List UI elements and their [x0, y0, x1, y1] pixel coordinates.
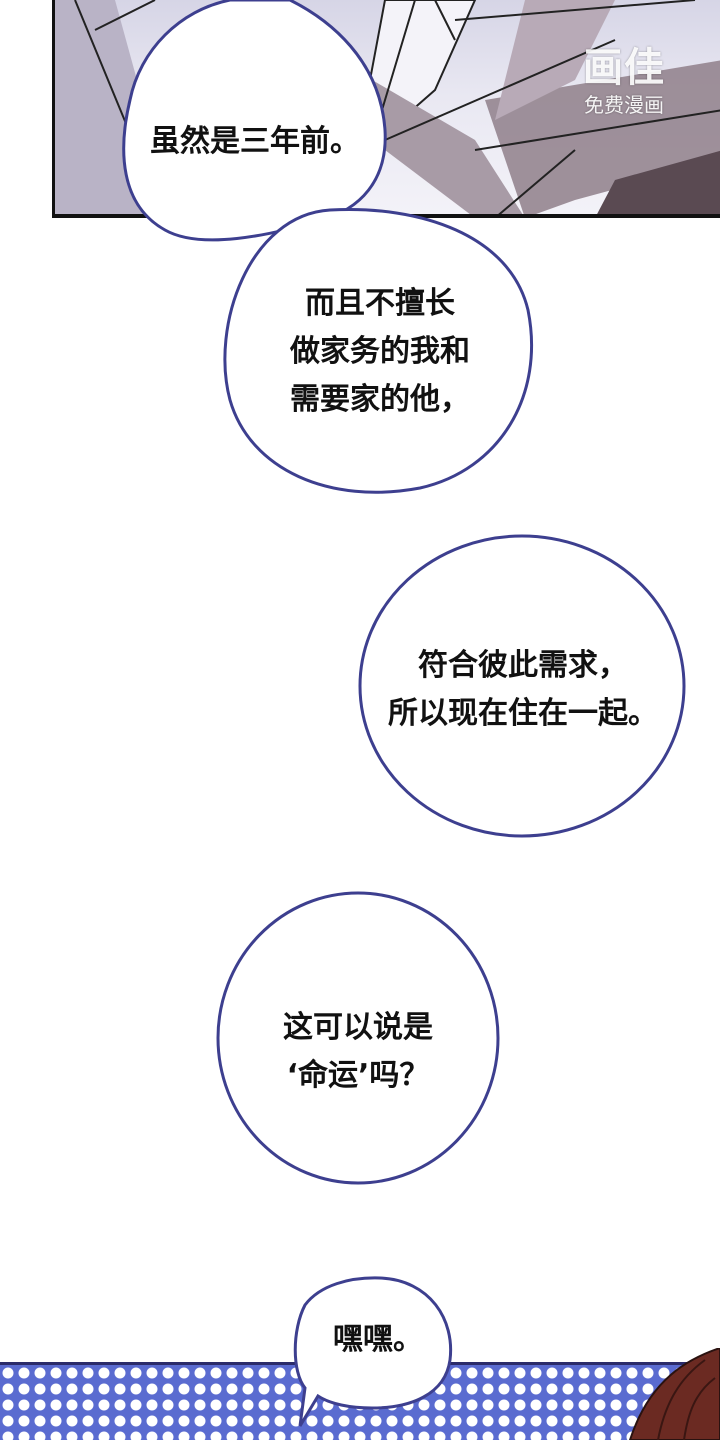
bubble-1-shape — [122, 0, 387, 242]
bubble-2-shape — [223, 207, 533, 494]
watermark-subtitle: 免费漫画 — [584, 93, 664, 117]
bubble-4-shape — [216, 891, 500, 1185]
bubble-1-text: 虽然是三年前。 — [150, 124, 360, 159]
bubble-2-text: 而且不擅长 做家务的我和 需要家的他， — [290, 286, 470, 417]
bubble-4-text: 这可以说是 ‘命运’吗？ — [283, 1010, 433, 1093]
top-comic-panel: 画佳 免费漫画 — [52, 0, 720, 218]
bubble-5-shape — [293, 1276, 453, 1427]
bubble-3-shape — [358, 534, 686, 838]
bubble-5-text: 嘿嘿。 — [333, 1322, 423, 1357]
watermark-logo: 画佳 — [583, 45, 665, 91]
bubble-3-text: 符合彼此需求， 所以现在住在一起。 — [388, 648, 658, 731]
watermark: 画佳 免费漫画 — [564, 44, 684, 118]
